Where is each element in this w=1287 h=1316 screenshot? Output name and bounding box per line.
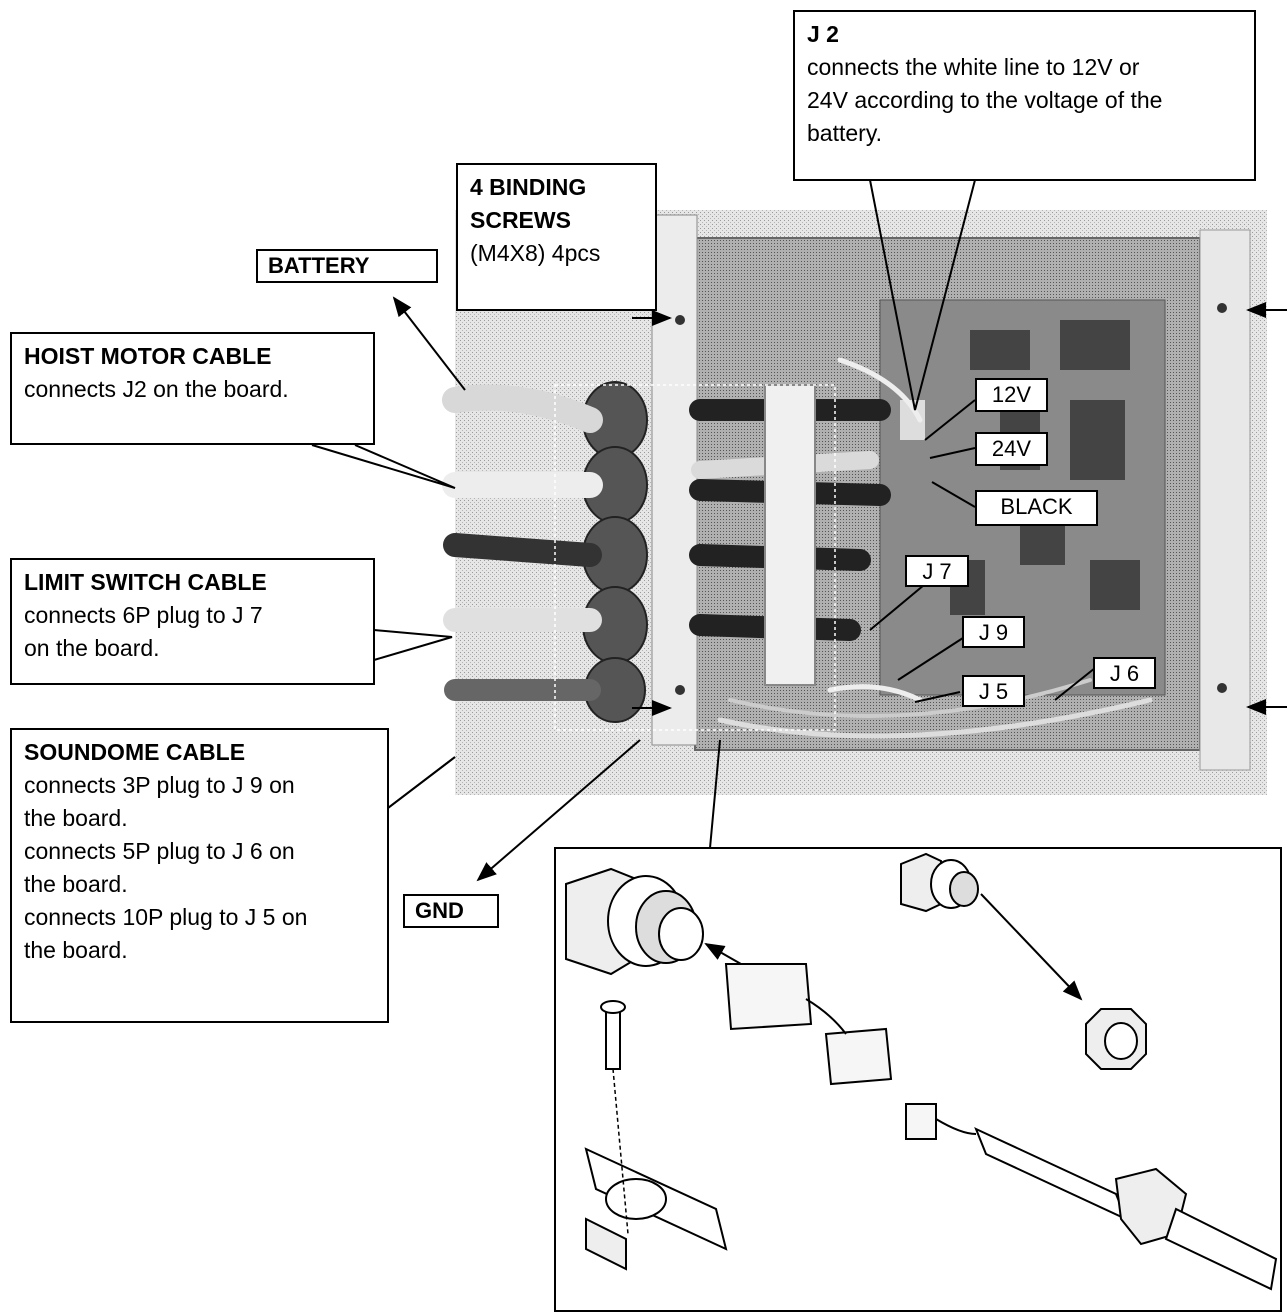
soundome-title: SOUNDOME CABLE [24, 736, 375, 769]
hoist-motor-title: HOIST MOTOR CABLE [24, 340, 361, 373]
12v-label: 12V [975, 378, 1048, 412]
large-cable-gland-icon [566, 869, 703, 974]
gnd-label: GND [403, 894, 499, 928]
limit-switch-line-2: on the board. [24, 632, 361, 665]
soundome-line-3: connects 5P plug to J 6 on [24, 835, 375, 868]
battery-label: BATTERY [256, 249, 438, 283]
binding-screws-callout: 4 BINDING SCREWS (M4X8) 4pcs [456, 163, 657, 311]
connector-plug-icon [726, 964, 936, 1139]
j2-callout-line-3: battery. [807, 117, 1242, 150]
soundome-line-5: connects 10P plug to J 5 on [24, 901, 375, 934]
cable-sleeve-icon [976, 1129, 1276, 1289]
binding-screws-detail: (M4X8) 4pcs [470, 237, 643, 270]
limit-switch-title: LIMIT SWITCH CABLE [24, 566, 361, 599]
j5-label: J 5 [962, 675, 1025, 707]
hoist-motor-line-1: connects J2 on the board. [24, 373, 361, 406]
binding-screws-title-2: SCREWS [470, 204, 643, 237]
small-cable-gland-icon [901, 854, 978, 911]
soundome-callout: SOUNDOME CABLE connects 3P plug to J 9 o… [10, 728, 389, 1023]
limit-switch-line-1: connects 6P plug to J 7 [24, 599, 361, 632]
j6-label: J 6 [1093, 657, 1156, 689]
j7-label: J 7 [905, 555, 969, 587]
binding-screws-title-1: 4 BINDING [470, 171, 643, 204]
connector-detail-drawing [556, 849, 1280, 1310]
hoist-motor-callout: HOIST MOTOR CABLE connects J2 on the boa… [10, 332, 375, 445]
soundome-line-4: the board. [24, 868, 375, 901]
soundome-line-1: connects 3P plug to J 9 on [24, 769, 375, 802]
j2-callout-line-1: connects the white line to 12V or [807, 51, 1242, 84]
limit-switch-callout: LIMIT SWITCH CABLE connects 6P plug to J… [10, 558, 375, 685]
box-lid-edge [652, 215, 697, 745]
j2-callout-title: J 2 [807, 18, 1242, 51]
soundome-line-2: the board. [24, 802, 375, 835]
cable-clamp-icon [586, 1001, 726, 1269]
connector-detail-inset [554, 847, 1282, 1312]
j9-label: J 9 [962, 616, 1025, 648]
j2-callout: J 2 connects the white line to 12V or 24… [793, 10, 1256, 181]
gland-nut-icon [1086, 1009, 1146, 1069]
j2-callout-line-2: 24V according to the voltage of the [807, 84, 1242, 117]
black-wire-label: BLACK [975, 490, 1098, 526]
24v-label: 24V [975, 432, 1048, 466]
soundome-line-6: the board. [24, 934, 375, 967]
